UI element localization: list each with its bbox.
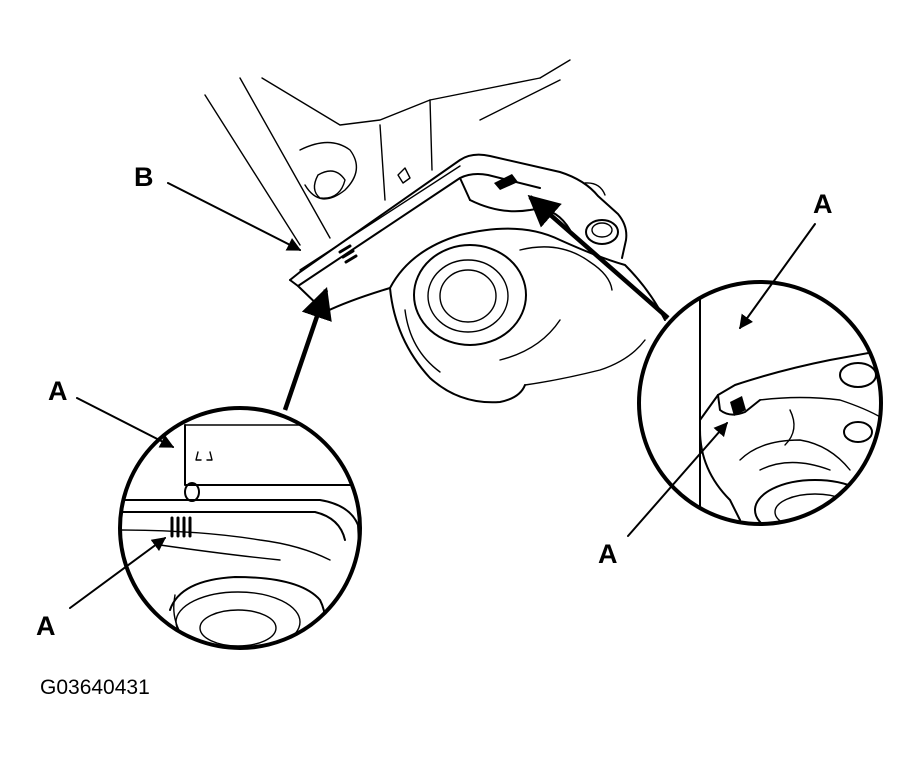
detail-pointer-arrows [282, 194, 670, 411]
callout-label-a-lower-left: A [36, 611, 56, 641]
detail-circle-left [118, 406, 362, 650]
callout-label-a-upper-left: A [48, 376, 68, 406]
mount-housing [324, 182, 666, 404]
figure-id: G03640431 [40, 676, 150, 699]
arrow-left-detail-to-bracket [282, 287, 332, 411]
frame-outline [204, 59, 571, 246]
leader-b [167, 182, 302, 251]
main-assembly-drawing [204, 59, 666, 404]
index-mark-on-housing [494, 174, 518, 190]
index-mark-on-bracket [338, 244, 358, 264]
callout-label-a-upper-right: A [813, 189, 833, 219]
leader-a-lower-left [69, 537, 167, 609]
leader-lines [69, 182, 816, 609]
arrow-right-detail-to-housing [527, 194, 670, 320]
leader-a-upper-left [76, 397, 175, 448]
leader-a-upper-right [739, 223, 816, 330]
leader-a-lower-right [627, 421, 728, 537]
detail-circle-right [637, 280, 883, 526]
bracket-b [289, 153, 628, 313]
callout-label-b: B [134, 162, 154, 192]
callout-label-a-lower-right: A [598, 539, 618, 569]
